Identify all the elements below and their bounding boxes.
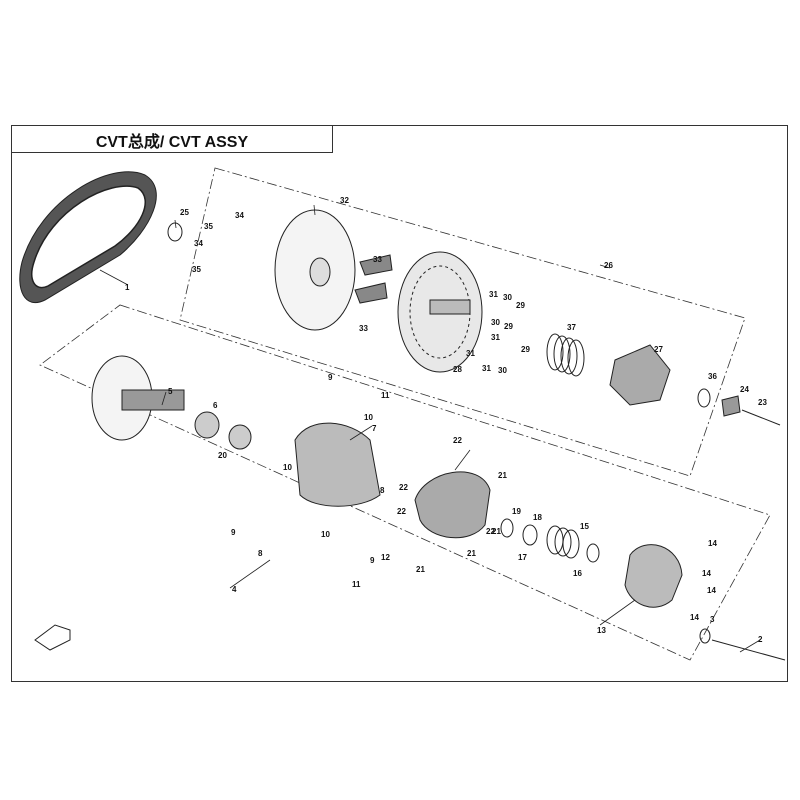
- callout-16: 16: [573, 569, 582, 578]
- callout-6: 6: [213, 401, 218, 410]
- callout-14d: 14: [690, 613, 699, 622]
- callout-7: 7: [372, 424, 377, 433]
- ramp-33a: [359, 254, 393, 276]
- callout-22d: 22: [486, 527, 495, 536]
- washer-36: [697, 388, 711, 408]
- front-arrow-icon: [34, 624, 71, 651]
- callout-36: 36: [708, 372, 717, 381]
- callout-8a: 8: [380, 486, 385, 495]
- housing-27: [609, 344, 671, 406]
- bolt-23: [741, 409, 781, 426]
- callout-21d: 21: [416, 565, 425, 574]
- callout-20: 20: [218, 451, 227, 460]
- callout-21a: 21: [498, 471, 507, 480]
- callout-labels: 1 2 3 4 5 6 7 8 8 9 9 9 10 10 10 11 11 1…: [125, 196, 767, 644]
- callout-9c: 9: [370, 556, 375, 565]
- drive-clutch-boundary: [39, 304, 771, 661]
- callout-14b: 14: [702, 569, 711, 578]
- callout-13: 13: [597, 626, 606, 635]
- cover-13: [624, 544, 683, 608]
- callout-33a: 33: [373, 255, 382, 264]
- callout-27: 27: [654, 345, 663, 354]
- driven-clutch-group: [167, 209, 781, 426]
- callout-34b: 34: [194, 239, 203, 248]
- callout-29c: 29: [521, 345, 530, 354]
- drive-clutch-group: [91, 355, 786, 661]
- title-box: CVT总成/ CVT ASSY: [11, 125, 333, 153]
- callout-10c: 10: [321, 530, 330, 539]
- callout-32: 32: [340, 196, 349, 205]
- callout-9b: 9: [231, 528, 236, 537]
- callout-21c: 21: [467, 549, 476, 558]
- callout-29a: 29: [516, 301, 525, 310]
- spider-12: [414, 471, 491, 539]
- bushing-20: [228, 424, 252, 450]
- washer-3: [699, 628, 711, 644]
- callout-30c: 30: [498, 366, 507, 375]
- callout-26: 26: [604, 261, 613, 270]
- movable-sheave-7: [294, 422, 381, 507]
- callout-11a: 11: [381, 391, 390, 400]
- shaft-5: [121, 389, 185, 411]
- callout-15: 15: [580, 522, 589, 531]
- callout-30b: 30: [491, 318, 500, 327]
- spring-15: [546, 525, 580, 559]
- callout-28: 28: [453, 365, 462, 374]
- callout-5: 5: [168, 387, 173, 396]
- callout-35a: 35: [204, 222, 213, 231]
- callout-10a: 10: [364, 413, 373, 422]
- callout-37: 37: [567, 323, 576, 332]
- washer-25: [167, 222, 183, 242]
- callout-22c: 22: [397, 507, 406, 516]
- callout-3: 3: [710, 615, 715, 624]
- callout-8b: 8: [258, 549, 263, 558]
- callout-4: 4: [232, 585, 237, 594]
- callout-22a: 22: [453, 436, 462, 445]
- callout-14c: 14: [707, 586, 716, 595]
- callout-9a: 9: [328, 373, 333, 382]
- diagram-title: CVT总成/ CVT ASSY: [95, 134, 249, 151]
- spring-37: [546, 333, 585, 377]
- callout-25: 25: [180, 208, 189, 217]
- callout-31b: 31: [491, 333, 500, 342]
- callout-31a: 31: [489, 290, 498, 299]
- callout-11b: 11: [352, 580, 361, 589]
- callout-2: 2: [758, 635, 763, 644]
- ramp-33b: [354, 282, 388, 304]
- leader-lines: [99, 204, 761, 653]
- callout-29b: 29: [504, 322, 513, 331]
- callout-30a: 30: [503, 293, 512, 302]
- callout-14a: 14: [708, 539, 717, 548]
- callout-21b: 21: [492, 527, 501, 536]
- ring-19: [500, 518, 514, 538]
- callout-23: 23: [758, 398, 767, 407]
- callout-35b: 35: [192, 265, 201, 274]
- callout-10b: 10: [283, 463, 292, 472]
- bolt-2: [711, 639, 786, 661]
- callout-17: 17: [518, 553, 527, 562]
- ring-18: [522, 524, 538, 546]
- callout-19: 19: [512, 507, 521, 516]
- drive-belt: [19, 171, 157, 303]
- callout-31d: 31: [482, 364, 491, 373]
- callout-31c: 31: [466, 349, 475, 358]
- callout-33b: 33: [359, 324, 368, 333]
- bushing-6: [194, 411, 220, 439]
- callout-1: 1: [125, 283, 130, 292]
- callout-34a: 34: [235, 211, 244, 220]
- callout-24: 24: [740, 385, 749, 394]
- callout-22b: 22: [399, 483, 408, 492]
- diagram-frame: [11, 125, 788, 682]
- washer-24: [721, 395, 741, 417]
- callout-18: 18: [533, 513, 542, 522]
- driven-clutch-boundary: [179, 167, 746, 477]
- callout-12: 12: [381, 553, 390, 562]
- ring-16: [586, 543, 600, 563]
